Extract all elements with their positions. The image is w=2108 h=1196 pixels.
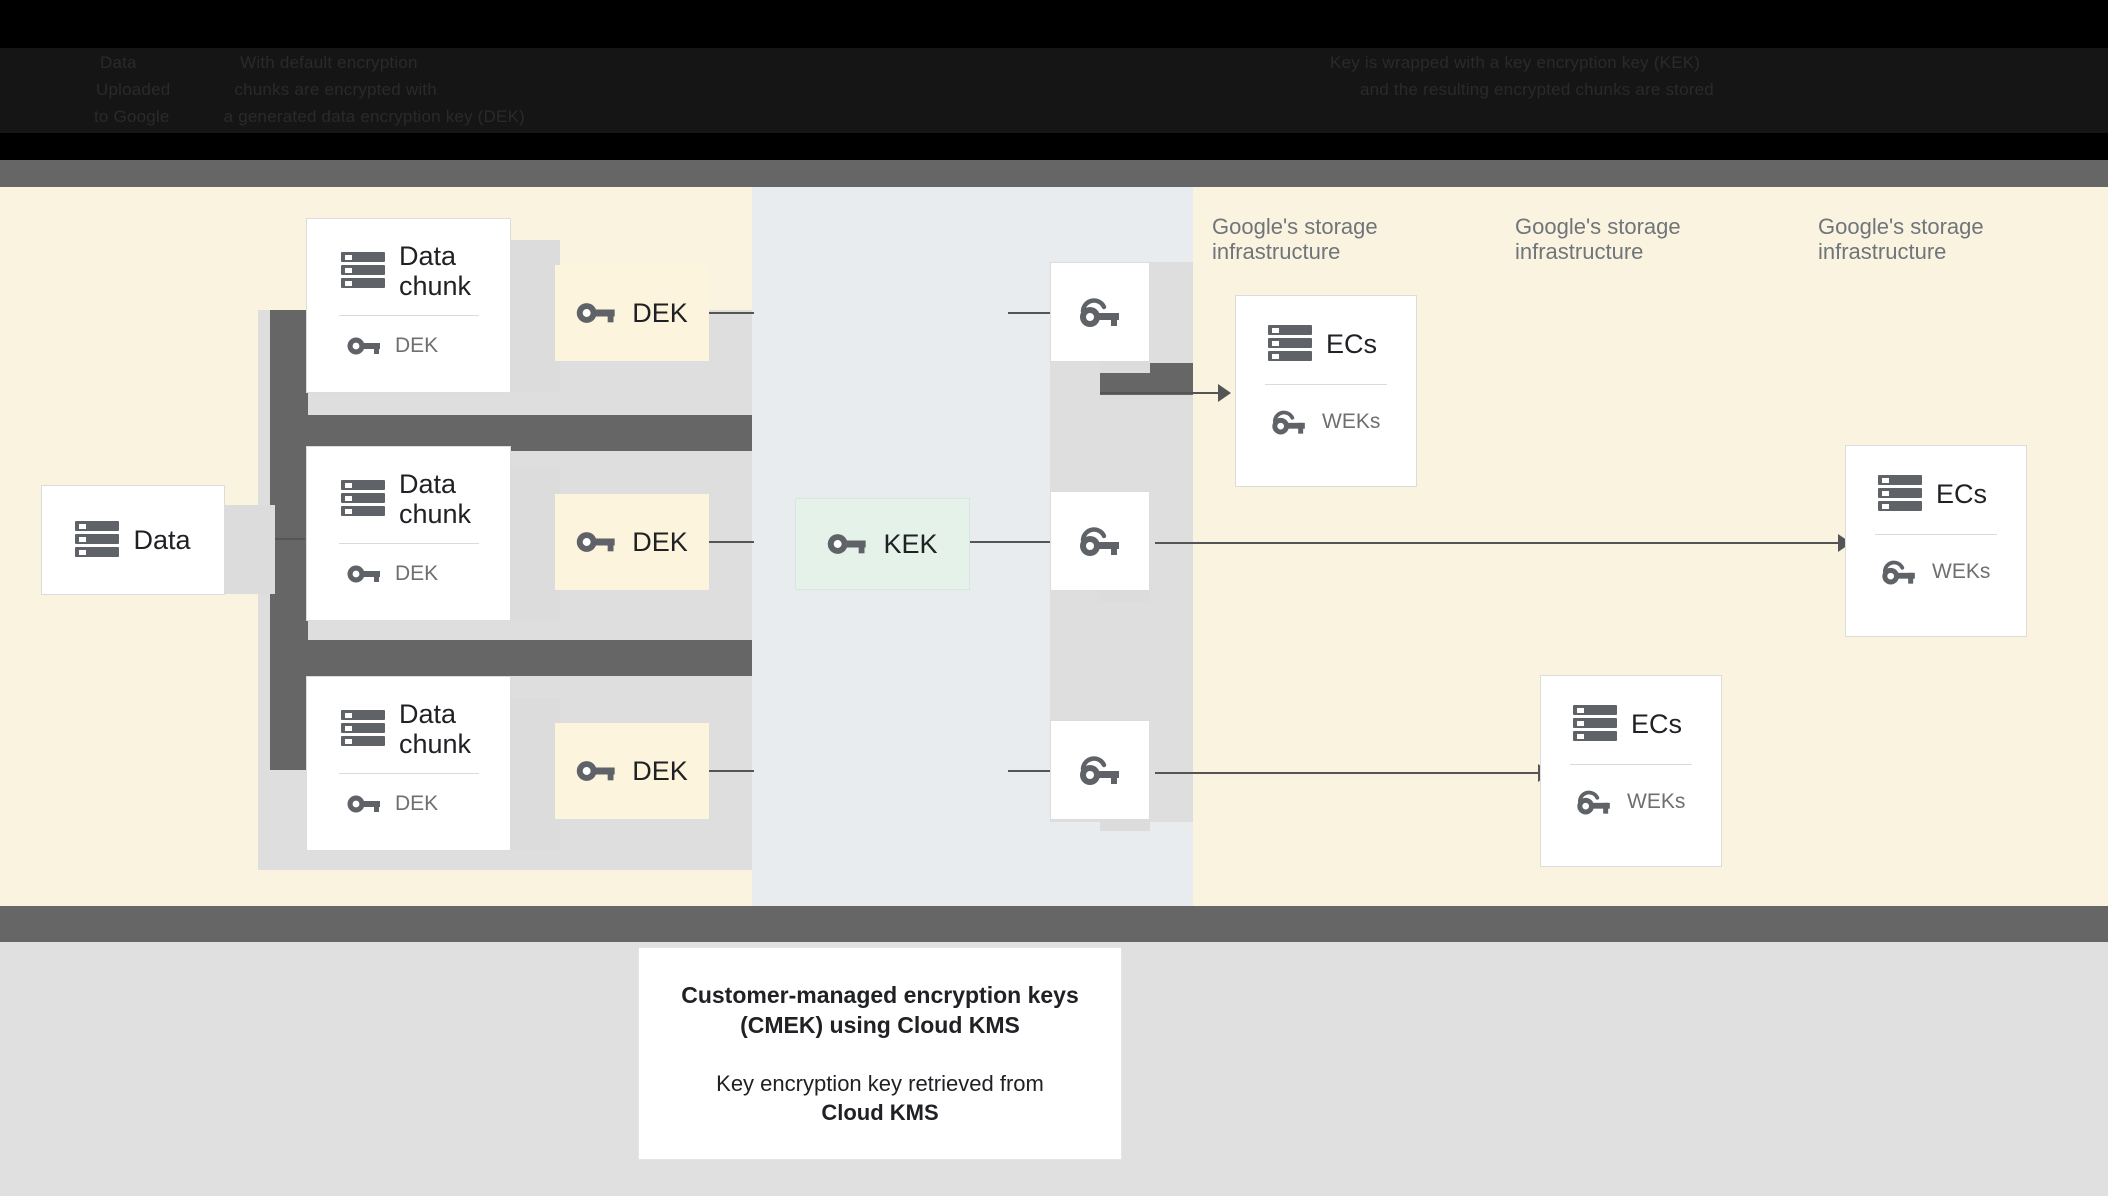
key-icon	[347, 337, 380, 355]
ecs-key-label-2: WEKs	[1932, 560, 1991, 583]
dek-box-2[interactable]: DEK	[555, 494, 709, 590]
server-icon	[1878, 475, 1922, 511]
obscured-header-text-strip: Data With default encryption Uploaded ch…	[0, 48, 2108, 133]
data-chunk-card-3[interactable]: Data chunk DEK	[306, 676, 511, 851]
storage-heading-2: Google's storage infrastructure	[1515, 214, 1681, 264]
kek-label: KEK	[883, 528, 938, 559]
dek-label-3: DEK	[632, 755, 688, 786]
server-icon	[75, 521, 120, 557]
card-divider	[338, 315, 479, 317]
data-chunk-card-2[interactable]: Data chunk DEK	[306, 446, 511, 621]
data-source-card[interactable]: Data	[41, 485, 225, 595]
caption-line-1: Customer-managed encryption keys	[681, 981, 1079, 1008]
header-separator-band	[0, 160, 2108, 187]
wrapped-key-card-3[interactable]	[1050, 720, 1150, 820]
wire-wek2-to-ec2	[1155, 542, 1840, 544]
server-icon	[1573, 705, 1617, 741]
data-chunk-title-2: Data chunk	[399, 469, 472, 530]
wrapped-key-icon	[1080, 756, 1119, 785]
obscured-line-2: Uploaded chunks are encrypted with	[96, 80, 437, 99]
wire-kek-to-wek2	[968, 541, 1053, 543]
caption-line-2: (CMEK) using Cloud KMS	[740, 1012, 1020, 1039]
ecs-card-3[interactable]: ECs WEKs	[1540, 675, 1722, 867]
dek-label-1: DEK	[632, 297, 688, 328]
ecs-card-2[interactable]: ECs WEKs	[1845, 445, 2027, 637]
ecs-title-1: ECs	[1326, 328, 1378, 359]
card-divider	[1875, 534, 1997, 535]
ecs-key-label-1: WEKs	[1322, 410, 1381, 433]
key-icon	[828, 534, 867, 554]
wire-to-wek1	[1008, 312, 1053, 314]
data-chunk-title-1: Data chunk	[399, 241, 472, 302]
ecs-title-3: ECs	[1631, 708, 1683, 739]
wire-to-wek3	[1008, 770, 1053, 772]
wrapped-key-card-1[interactable]	[1050, 262, 1150, 362]
ecs-card-1[interactable]: ECs WEKs	[1235, 295, 1417, 487]
kek-box[interactable]: KEK	[795, 498, 970, 590]
data-card-shadow	[225, 505, 275, 594]
server-icon	[1268, 325, 1312, 361]
wire-dek2-out	[709, 541, 754, 543]
card-divider	[1265, 384, 1387, 385]
server-icon	[341, 710, 385, 747]
obscured-line-4: Key is wrapped with a key encryption key…	[1330, 53, 1701, 72]
data-source-title: Data	[133, 524, 191, 555]
data-chunk-key-label-2: DEK	[395, 562, 439, 586]
ecs-key-label-3: WEKs	[1627, 790, 1686, 813]
card-divider	[338, 773, 479, 775]
middle-separator-band	[0, 906, 2108, 942]
arrowhead-ec1	[1218, 384, 1231, 402]
mask-row-gap-2	[270, 640, 752, 676]
key-icon	[576, 761, 615, 781]
wrapped-key-icon	[1577, 790, 1610, 815]
data-chunk-card-1[interactable]: Data chunk DEK	[306, 218, 511, 393]
server-icon	[341, 480, 385, 517]
key-icon	[347, 565, 380, 583]
wrapped-key-icon	[1080, 527, 1119, 556]
wrapped-key-card-2[interactable]	[1050, 491, 1150, 591]
chunk-card-2-shadow	[510, 468, 560, 620]
wire-wek3-to-ec3	[1155, 772, 1540, 774]
data-chunk-title-3: Data chunk	[399, 699, 472, 760]
wire-dek3-out	[709, 770, 754, 772]
data-chunk-key-label-3: DEK	[395, 792, 439, 816]
dek-box-1[interactable]: DEK	[555, 265, 709, 361]
dek-box-3[interactable]: DEK	[555, 723, 709, 819]
card-divider	[338, 543, 479, 545]
caption-line-3: Key encryption key retrieved from	[716, 1070, 1044, 1096]
wrapped-key-icon	[1882, 560, 1915, 585]
obscured-line-5: and the resulting encrypted chunks are s…	[1360, 80, 1714, 99]
card-divider	[1570, 764, 1692, 765]
chunk-card-3-shadow	[510, 698, 560, 850]
chunk-card-1-shadow	[510, 240, 560, 392]
key-icon	[347, 795, 380, 813]
ecs-title-2: ECs	[1936, 478, 1988, 509]
mask-row-gap-1	[270, 415, 752, 451]
dek-label-2: DEK	[632, 526, 688, 557]
obscured-line-3: to Google a generated data encryption ke…	[94, 107, 525, 126]
wrapped-key-icon	[1080, 298, 1119, 327]
caption-line-4: Cloud KMS	[821, 1100, 939, 1126]
obscured-line-1: Data With default encryption	[100, 53, 418, 72]
wire-dek1-out	[709, 312, 754, 314]
mask-vertical-left	[270, 310, 308, 770]
caption-box: Customer-managed encryption keys (CMEK) …	[638, 947, 1122, 1160]
storage-heading-1: Google's storage infrastructure	[1212, 214, 1378, 264]
wire-wek1-to-ec1	[1100, 392, 1220, 394]
key-icon	[576, 532, 615, 552]
wrapped-key-icon	[1272, 410, 1305, 435]
storage-heading-3: Google's storage infrastructure	[1818, 214, 1984, 264]
server-icon	[341, 252, 385, 289]
data-chunk-key-label-1: DEK	[395, 334, 439, 358]
key-icon	[576, 303, 615, 323]
